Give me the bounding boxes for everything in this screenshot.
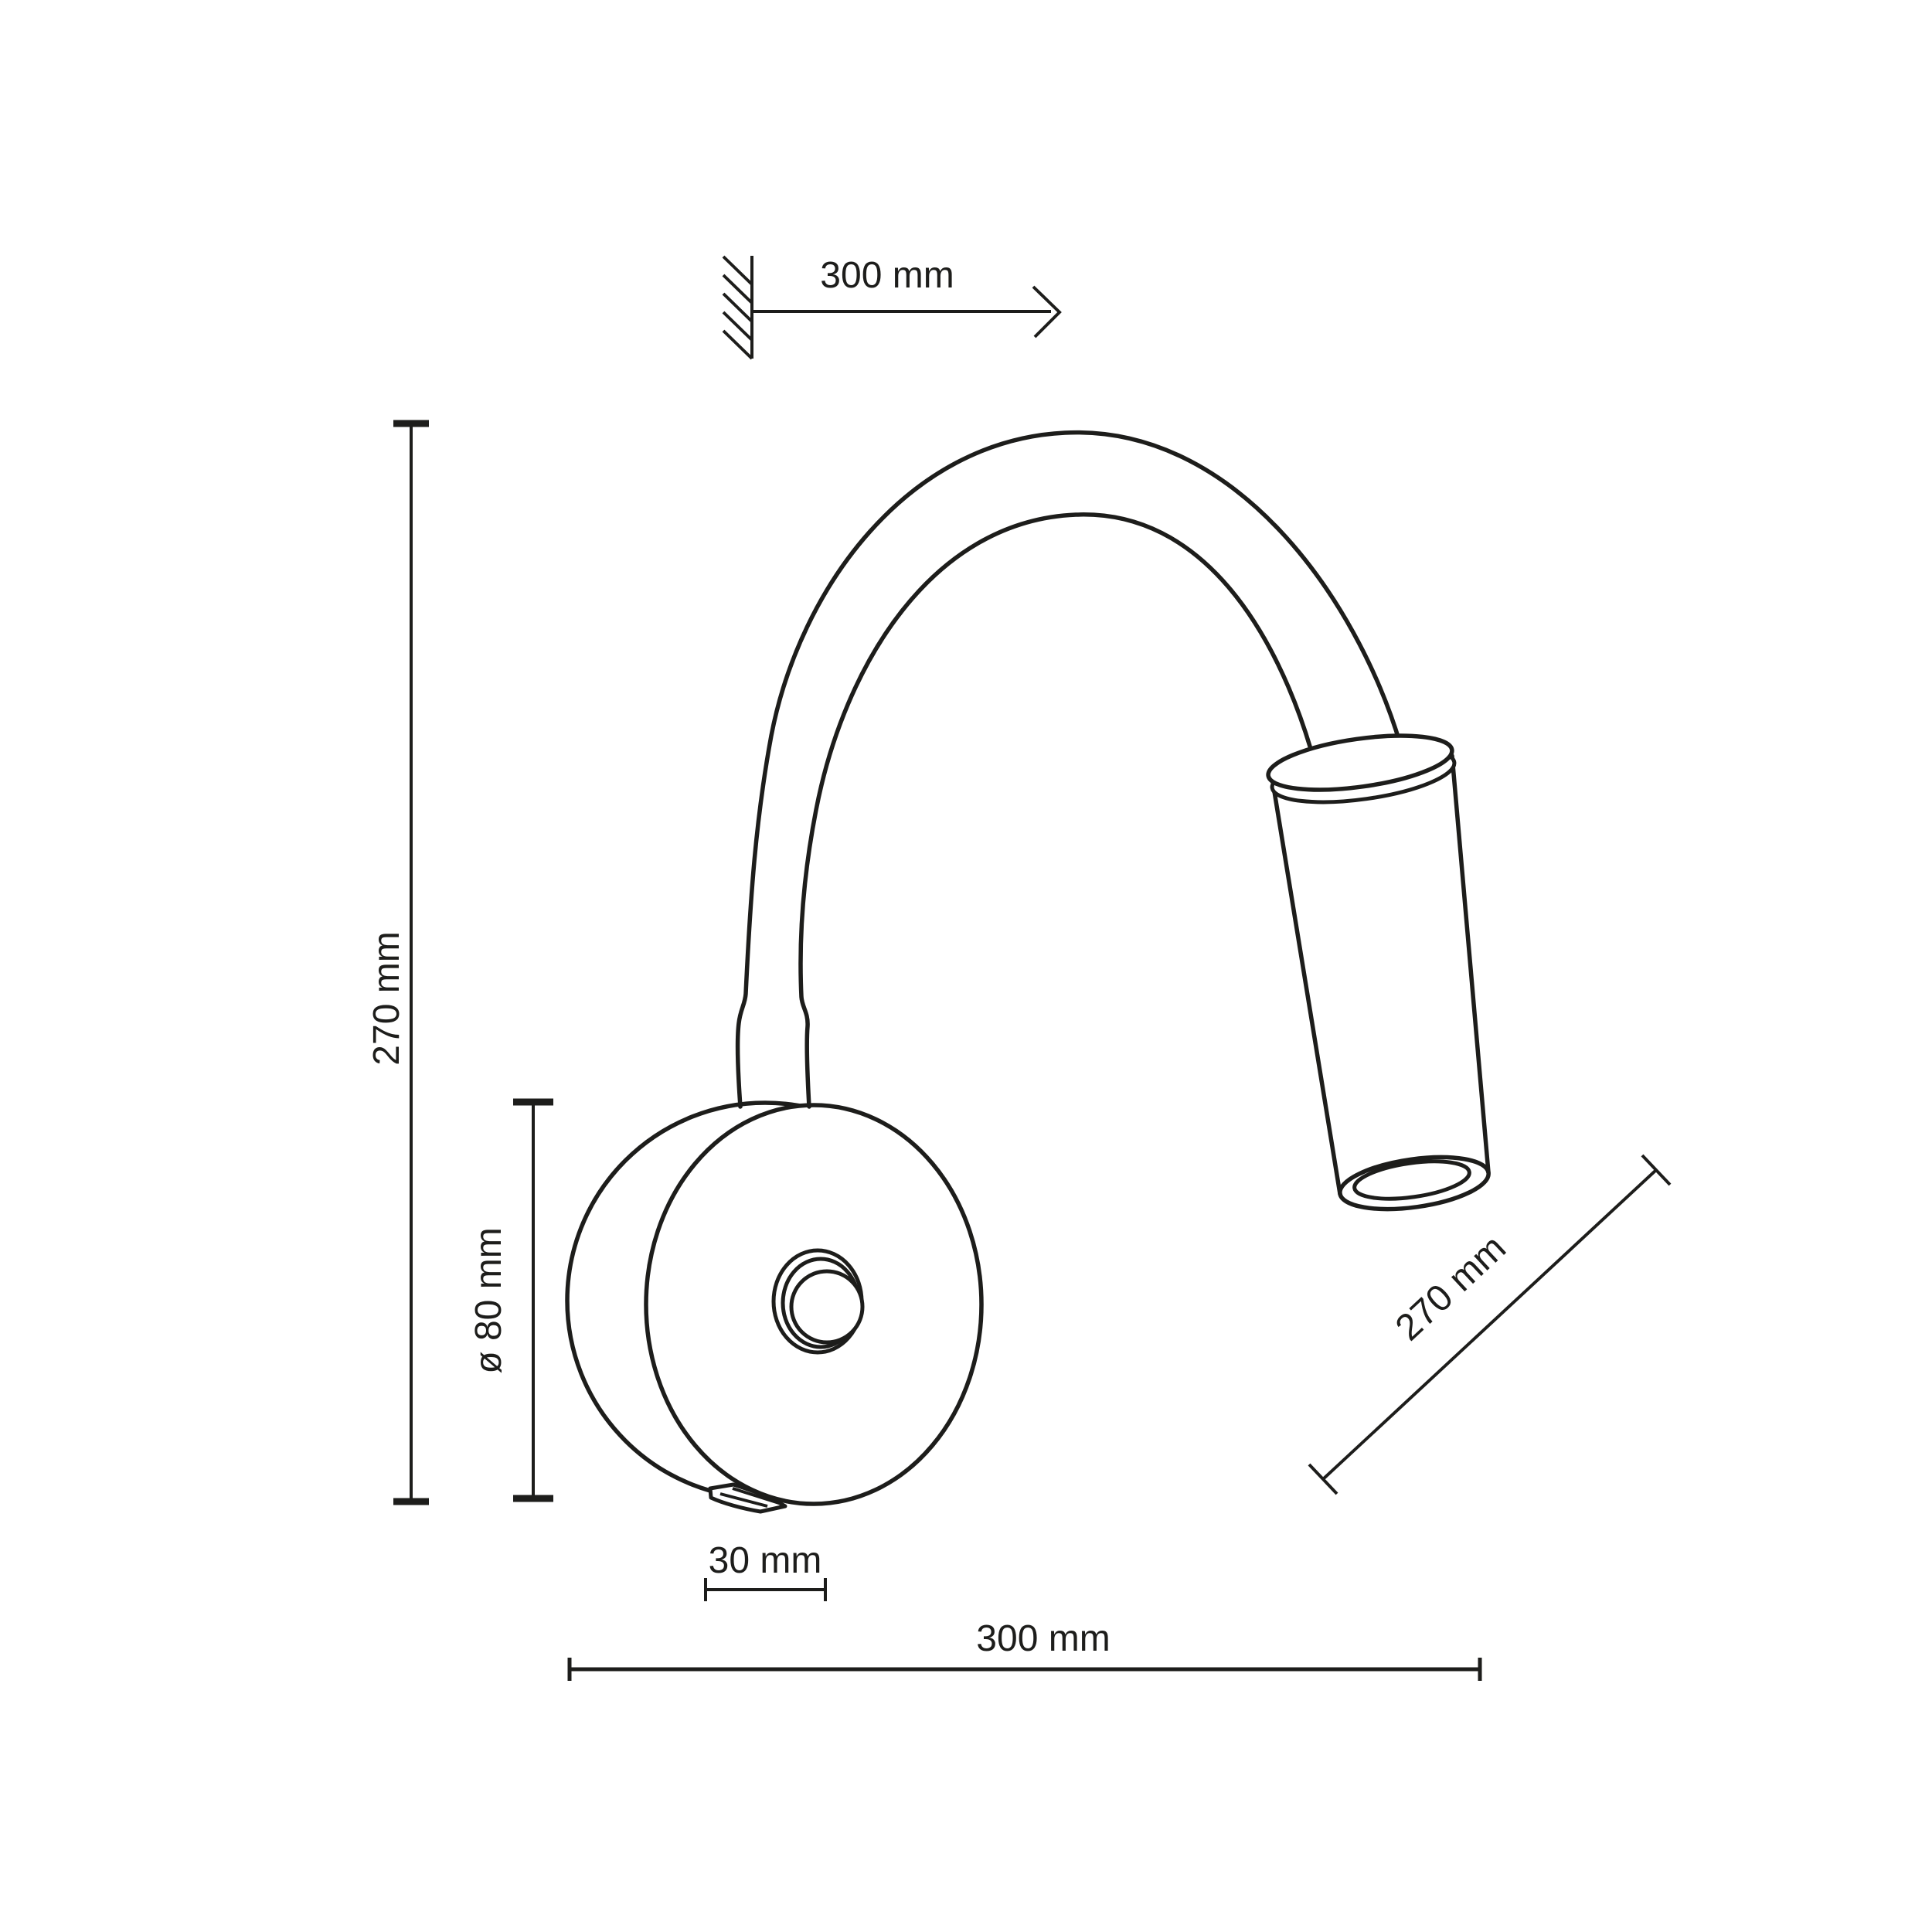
wall-mount-symbol <box>722 255 753 360</box>
arm-length-line <box>1321 1168 1658 1481</box>
arrow-head-icon <box>1032 285 1062 338</box>
lamp-head <box>1266 733 1491 1212</box>
width-ticks <box>567 1658 1482 1681</box>
flex-arm <box>735 430 1403 1109</box>
head-side-lines <box>1270 753 1491 1196</box>
top-offset-dimension: 300 mm <box>752 255 1062 338</box>
dim-label-top-offset: 300 mm <box>820 255 954 296</box>
depth-ticks <box>704 1578 827 1601</box>
dim-label-depth: 30 mm <box>709 1540 822 1581</box>
head-body-fill <box>1273 756 1488 1194</box>
dim-label-width: 300 mm <box>976 1618 1110 1659</box>
power-button <box>771 1248 865 1355</box>
head-cap-top <box>1266 733 1454 792</box>
flex-arm-inner-curve <box>798 512 1313 1109</box>
diameter-dimension: ø 80 mm <box>468 1098 553 1502</box>
arm-length-tick-lower <box>1308 1463 1338 1495</box>
base-bottom-tab <box>708 1482 787 1514</box>
tab-detail-lines <box>719 1487 780 1508</box>
dim-label-diameter: ø 80 mm <box>468 1227 509 1373</box>
depth-dimension: 30 mm <box>704 1540 827 1601</box>
arm-length-tick-upper <box>1641 1154 1672 1186</box>
dim-label-arm-length: 270 mm <box>1388 1227 1514 1349</box>
height-dimension: 270 mm <box>366 420 429 1505</box>
width-dimension: 300 mm <box>567 1618 1482 1681</box>
flex-arm-outer-curve <box>735 430 1403 1109</box>
button-knob <box>789 1269 865 1345</box>
dim-label-height: 270 mm <box>366 931 407 1065</box>
wall-hatch-marks <box>722 255 753 360</box>
head-light-opening <box>1352 1159 1471 1201</box>
